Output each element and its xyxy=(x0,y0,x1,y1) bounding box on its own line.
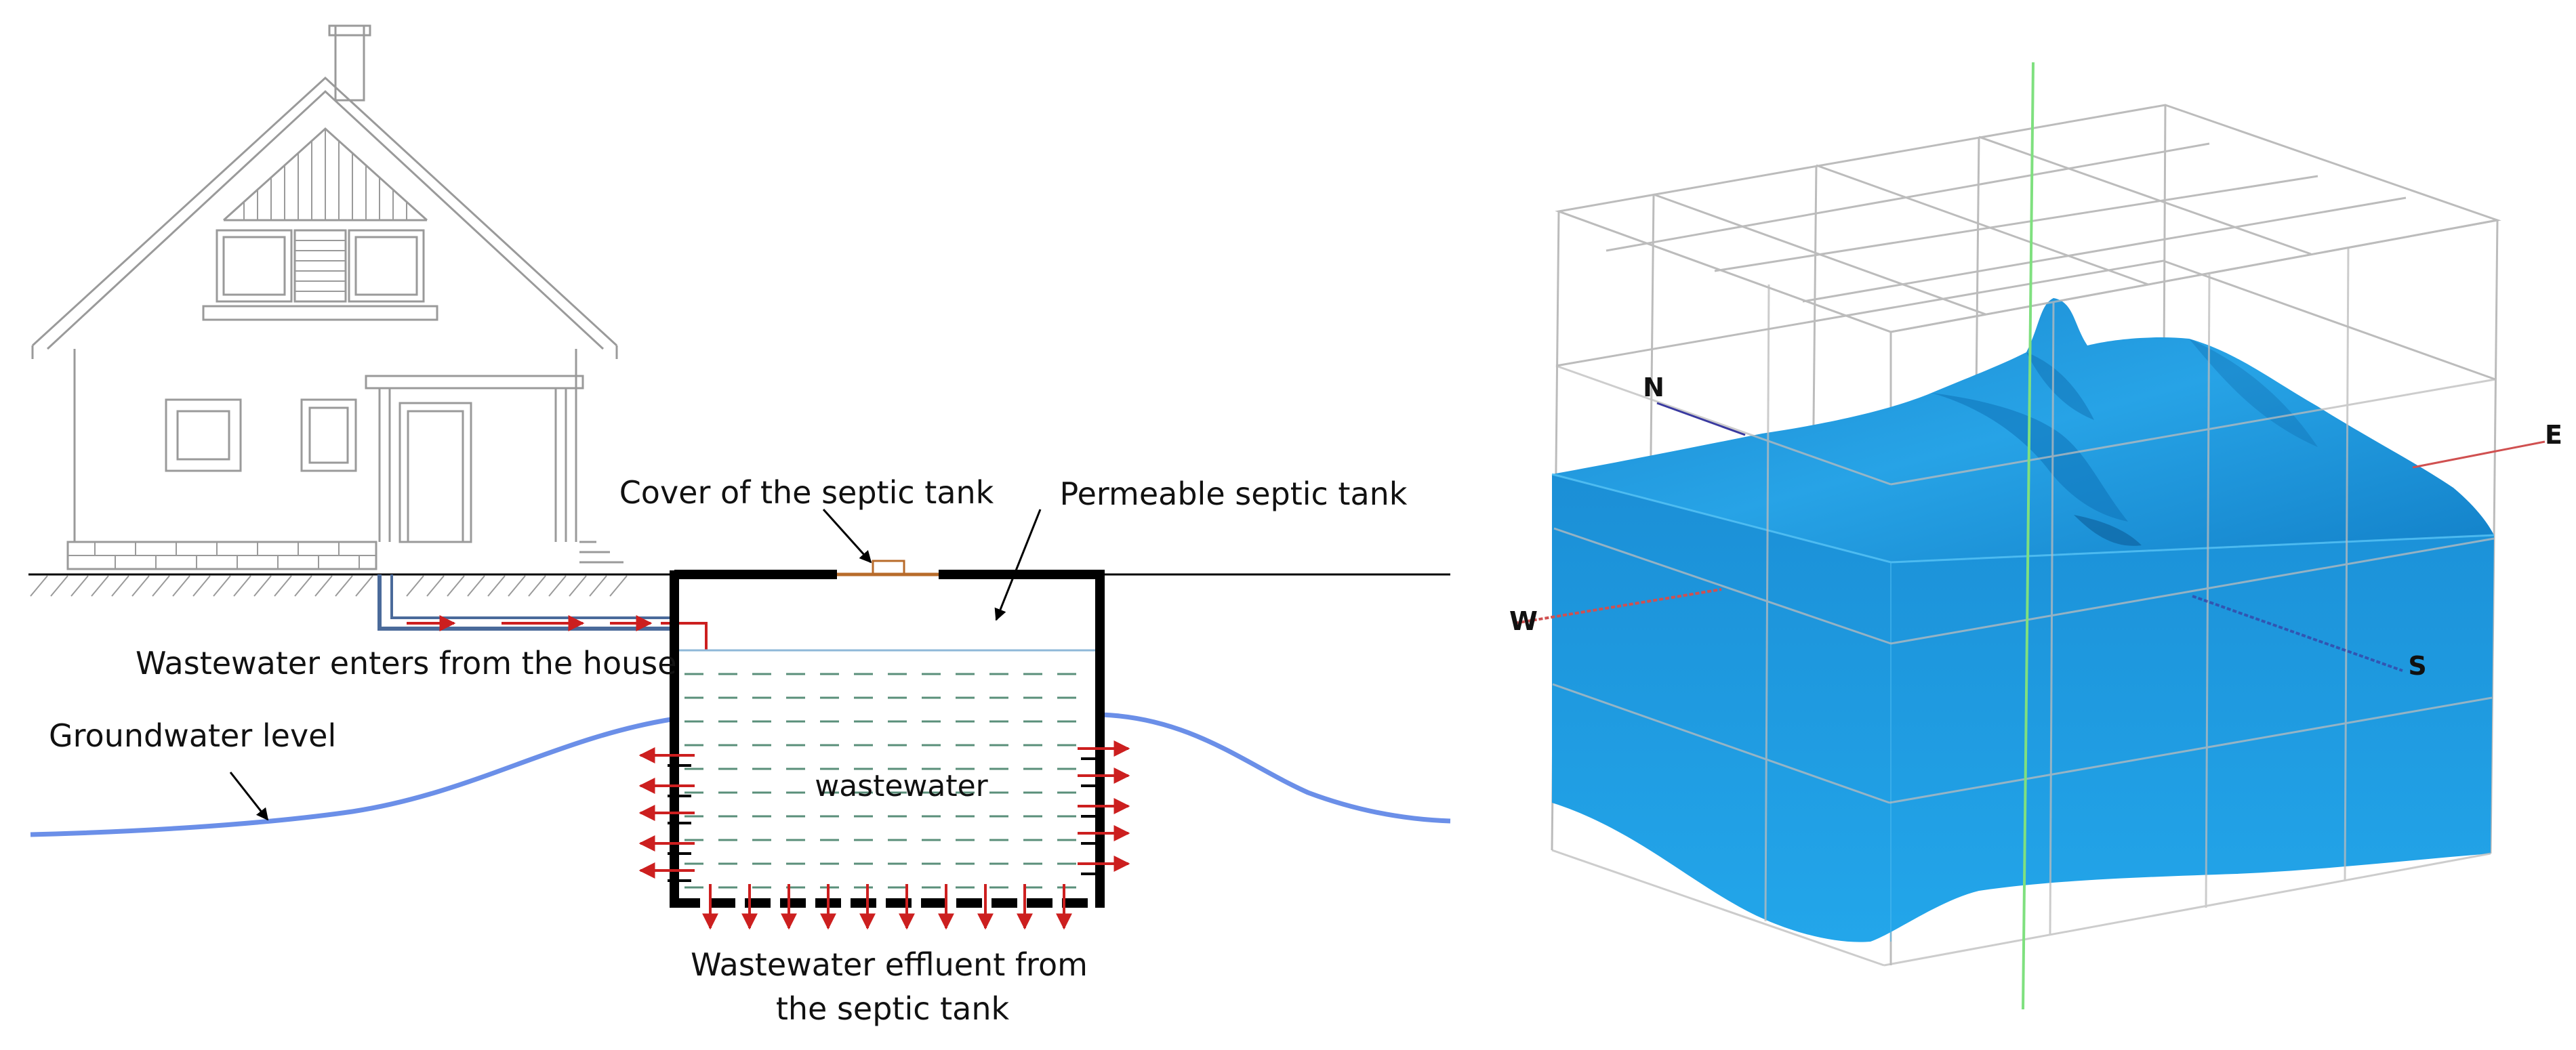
bounding-box-front xyxy=(1551,210,2498,967)
cover-label: Cover of the septic tank xyxy=(619,474,994,511)
septic-tank-cover xyxy=(837,560,939,576)
wastewater-label: wastewater xyxy=(815,769,988,803)
south-axis xyxy=(2192,595,2403,672)
cover-leader xyxy=(822,508,872,564)
north-label: N xyxy=(1643,373,1664,402)
permeable-leader xyxy=(994,509,1042,621)
septic-tank-walls xyxy=(670,570,1105,908)
west-axis xyxy=(1514,588,1722,625)
east-label: E xyxy=(2545,420,2562,450)
effluent-arrows-left xyxy=(638,747,695,879)
house-drawing xyxy=(31,24,623,570)
groundwater-3d-model: N E W S xyxy=(1509,62,2562,1010)
south-label: S xyxy=(2408,651,2426,681)
wastewater-enters-label: Wastewater enters from the house xyxy=(136,645,677,681)
effluent-arrows-bottom xyxy=(702,884,1072,930)
tank-water xyxy=(674,650,1100,901)
west-label: W xyxy=(1509,606,1538,636)
effluent-arrows-right xyxy=(1078,740,1130,872)
ground-hatching xyxy=(30,575,628,597)
groundwater-body-front xyxy=(1552,474,2494,942)
effluent-label-line1: Wastewater effluent from xyxy=(691,946,1088,983)
groundwater-leader xyxy=(229,772,269,821)
east-axis xyxy=(2412,440,2546,469)
septic-tank-diagram: Cover of the septic tank Permeable septi… xyxy=(28,24,1451,1027)
effluent-label-line2: the septic tank xyxy=(776,990,1010,1027)
permeable-tank-label: Permeable septic tank xyxy=(1060,476,1408,512)
groundwater-level-label: Groundwater level xyxy=(49,717,336,754)
vertical-axis xyxy=(2022,62,2035,1010)
north-axis xyxy=(1656,402,1746,436)
groundwater-level-curve xyxy=(30,712,1451,837)
